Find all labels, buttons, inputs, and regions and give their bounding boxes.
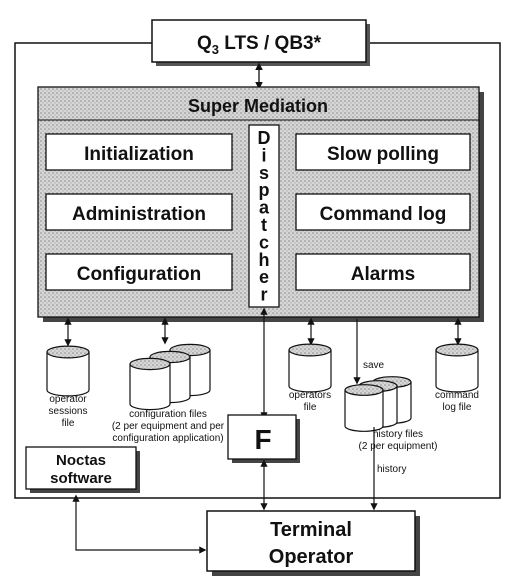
noctas-label-line2: software (50, 470, 112, 487)
dispatcher-box (248, 124, 280, 308)
operator-sessions-file-label: operator sessions file (49, 394, 88, 429)
dispatcher-letter: e (259, 267, 269, 287)
dispatcher-letter: t (261, 215, 267, 235)
noctas-label-line1: Noctas (56, 452, 106, 469)
svg-text:(2 per equipment and per: (2 per equipment and per (112, 421, 225, 432)
svg-text:history files: history files (373, 429, 423, 440)
svg-text:file: file (62, 418, 75, 429)
svg-text:configuration files: configuration files (129, 409, 207, 420)
svg-text:operators: operators (289, 390, 331, 401)
configuration-files-label: configuration files (2 per equipment and… (112, 409, 225, 444)
terminal-label-line2: Operator (269, 546, 354, 568)
dispatcher-letter: r (260, 285, 267, 305)
dispatcher-letter: i (261, 145, 266, 165)
svg-text:(2 per equipment): (2 per equipment) (359, 441, 438, 452)
super-mediation-title: Super Mediation (188, 96, 328, 116)
dispatcher-letter: p (259, 180, 270, 200)
svg-text:sessions: sessions (49, 406, 88, 417)
dispatcher-letter: D (258, 128, 271, 148)
module-slow-polling (295, 133, 471, 171)
operators-file-cylinder (288, 343, 332, 393)
noctas-software-box (25, 446, 137, 490)
operator-sessions-cylinder (46, 345, 90, 397)
terminal-operator-box (206, 510, 416, 572)
right-modules: Slow polling Command log Alarms (295, 133, 471, 291)
noctas-to-terminal-arrow (72, 494, 207, 554)
save-label: save (363, 360, 385, 371)
svg-text:configuration application): configuration application) (112, 433, 223, 444)
module-configuration (45, 253, 233, 291)
f-box-label: F (254, 424, 271, 455)
dispatcher-letter: s (259, 163, 269, 183)
f-box (227, 414, 297, 460)
command-log-cylinder (435, 343, 479, 393)
svg-text:Q3 LTS / QB3*: Q3 LTS / QB3* (197, 33, 322, 57)
module-administration-label: Administration (72, 204, 206, 225)
module-configuration-label: Configuration (77, 264, 202, 285)
module-alarms (295, 253, 471, 291)
module-administration (45, 193, 233, 231)
history-label: history (377, 464, 406, 475)
module-alarms-label: Alarms (351, 264, 415, 285)
module-command-log (295, 193, 471, 231)
operators-file-label: operators file (289, 390, 331, 413)
dispatcher-letter: a (259, 198, 270, 218)
dispatcher-letter: c (259, 232, 269, 252)
q3-label-prefix: Q (197, 33, 212, 54)
svg-text:file: file (304, 402, 317, 413)
svg-text:log file: log file (443, 402, 472, 413)
configuration-cylinder-front (129, 357, 171, 411)
left-modules: Initialization Administration Configurat… (45, 133, 233, 291)
svg-text:operator: operator (49, 394, 87, 405)
q3-label-rest: LTS / QB3* (219, 33, 322, 54)
history-files-label: history files (2 per equipment) (359, 429, 438, 452)
dispatcher-letter: h (259, 250, 270, 270)
q3-label-sub: 3 (212, 42, 219, 57)
svg-text:command: command (435, 390, 479, 401)
module-initialization-label: Initialization (84, 144, 194, 165)
command-log-file-label: command log file (435, 390, 479, 413)
module-initialization (45, 133, 233, 171)
module-slow-polling-label: Slow polling (327, 144, 439, 165)
q3-interface-box (151, 19, 367, 63)
terminal-label-line1: Terminal (270, 519, 352, 541)
module-command-log-label: Command log (320, 204, 447, 225)
history-cylinder-front (344, 384, 384, 432)
file-stores (46, 343, 479, 432)
